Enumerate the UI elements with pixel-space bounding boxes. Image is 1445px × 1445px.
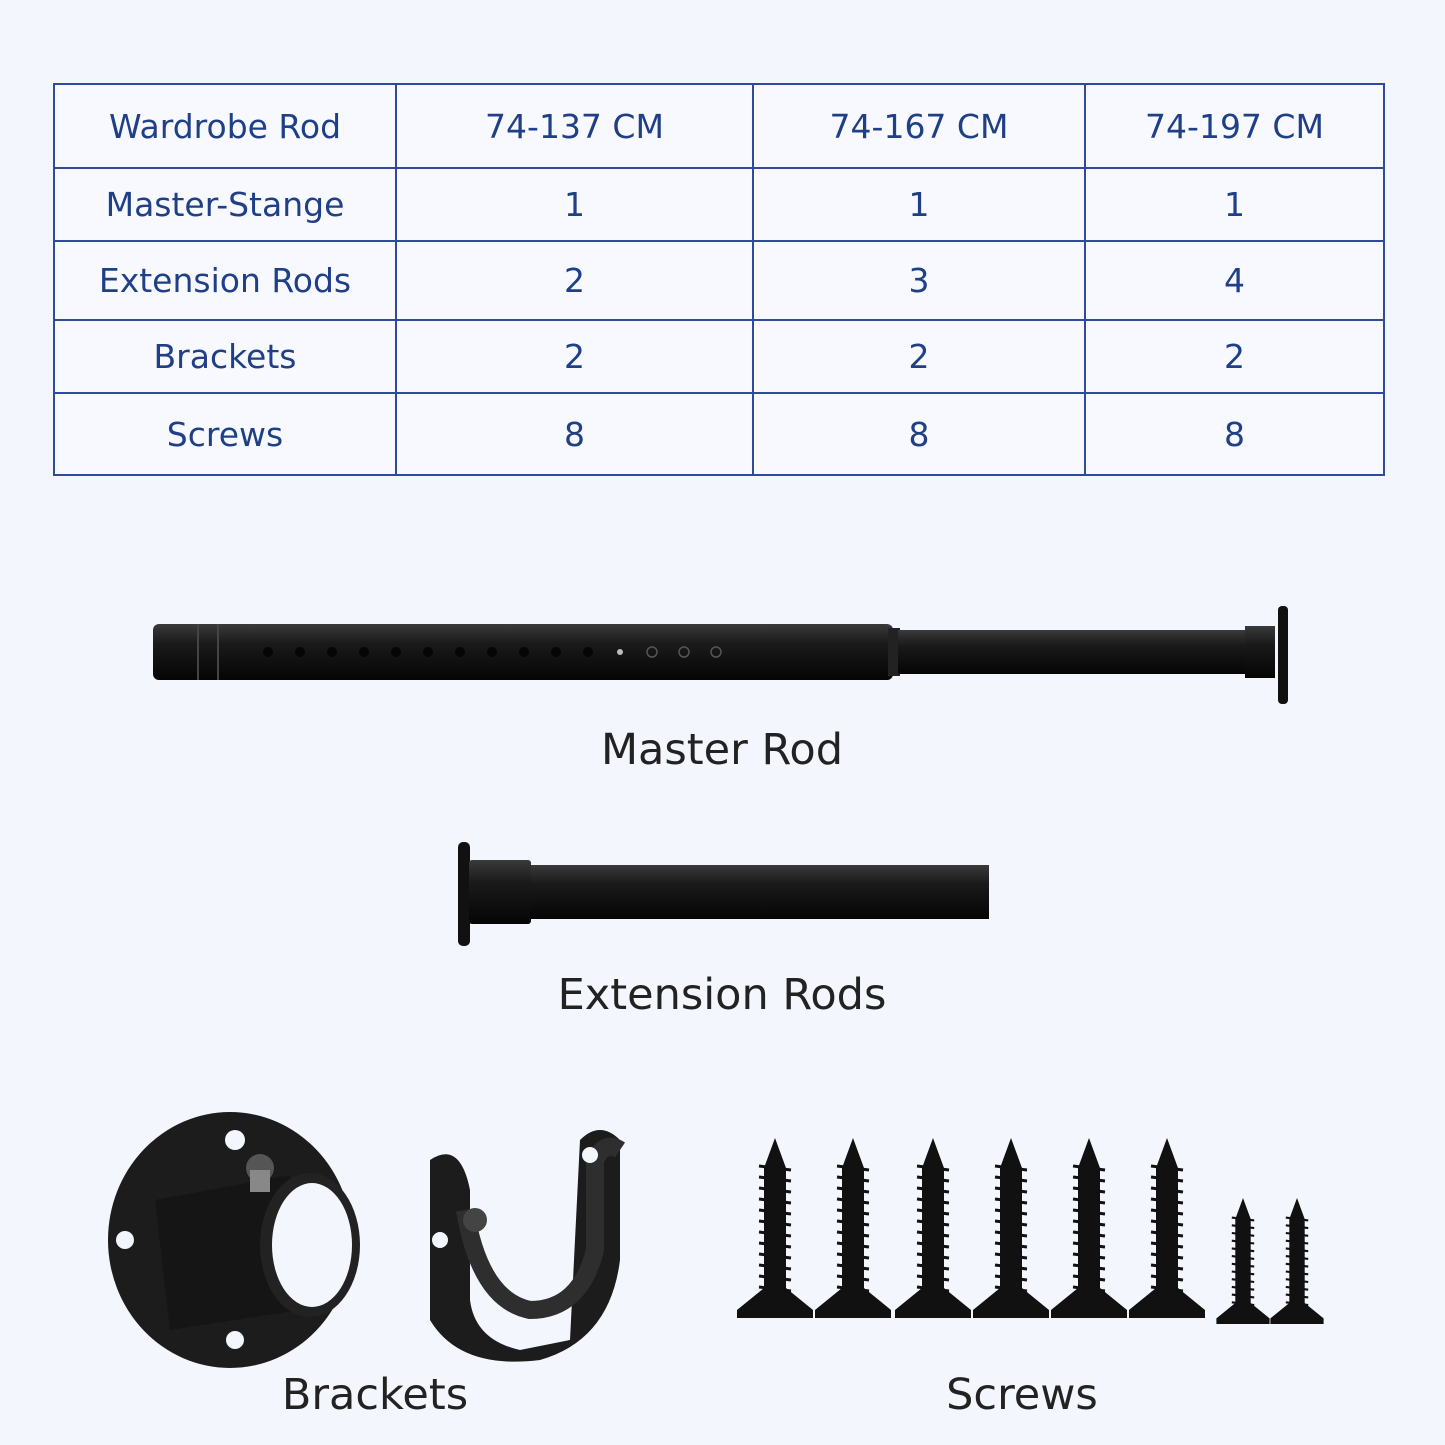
table-row: Brackets 2 2 2 xyxy=(53,319,1385,394)
table-cell: 2 xyxy=(1084,319,1385,394)
u-bracket-icon xyxy=(430,1130,625,1362)
rod-hole xyxy=(519,647,529,657)
header-cell: 74-167 CM xyxy=(752,83,1086,169)
screws-label: Screws xyxy=(946,1370,1098,1420)
screw-icon xyxy=(973,1138,1049,1318)
rod-hole xyxy=(710,646,722,658)
screw-icon xyxy=(1129,1138,1205,1318)
table-cell: 8 xyxy=(752,392,1086,476)
rod-hole xyxy=(455,647,465,657)
table-cell: 3 xyxy=(752,240,1086,321)
screw-icon xyxy=(1270,1198,1324,1324)
row-label: Brackets xyxy=(53,319,397,394)
master-rod-label: Master Rod xyxy=(600,725,844,775)
rod-hole xyxy=(646,646,658,658)
table-cell: 1 xyxy=(752,167,1086,242)
table-cell: 8 xyxy=(395,392,754,476)
spec-table: Wardrobe Rod 74-137 CM 74-167 CM 74-197 … xyxy=(53,83,1385,476)
table-cell: 8 xyxy=(1084,392,1385,476)
table-row: Screws 8 8 8 xyxy=(53,392,1385,476)
master-rod-image xyxy=(153,606,1288,704)
table-cell: 2 xyxy=(395,240,754,321)
rod-hole xyxy=(391,647,401,657)
rod-hole xyxy=(263,647,273,657)
table-cell: 1 xyxy=(1084,167,1385,242)
row-label: Master-Stange xyxy=(53,167,397,242)
rod-hole xyxy=(551,647,561,657)
screw-icon xyxy=(1216,1198,1270,1324)
table-cell: 2 xyxy=(395,319,754,394)
screws-image xyxy=(737,1138,1324,1324)
header-cell: 74-197 CM xyxy=(1084,83,1385,169)
extension-rod-image xyxy=(458,842,989,946)
table-row: Extension Rods 2 3 4 xyxy=(53,240,1385,321)
brackets-label: Brackets xyxy=(281,1370,469,1420)
rod-hole xyxy=(327,647,337,657)
rod-hole xyxy=(423,647,433,657)
header-cell: 74-137 CM xyxy=(395,83,754,169)
brackets-image xyxy=(108,1112,625,1368)
rod-hole xyxy=(583,647,593,657)
screw-icon xyxy=(1051,1138,1127,1318)
rod-hole xyxy=(359,647,369,657)
table-cell: 1 xyxy=(395,167,754,242)
screw-icon xyxy=(895,1138,971,1318)
rod-hole xyxy=(678,646,690,658)
rod-hole xyxy=(487,647,497,657)
table-cell: 4 xyxy=(1084,240,1385,321)
screw-icon xyxy=(815,1138,891,1318)
table-header-row: Wardrobe Rod 74-137 CM 74-167 CM 74-197 … xyxy=(53,83,1385,169)
round-bracket-icon xyxy=(108,1112,360,1368)
table-row: Master-Stange 1 1 1 xyxy=(53,167,1385,242)
rod-hole xyxy=(617,649,623,655)
row-label: Screws xyxy=(53,392,397,476)
row-label: Extension Rods xyxy=(53,240,397,321)
rod-hole xyxy=(295,647,305,657)
extension-rods-label: Extension Rods xyxy=(557,970,887,1020)
table-cell: 2 xyxy=(752,319,1086,394)
screw-icon xyxy=(737,1138,813,1318)
header-cell: Wardrobe Rod xyxy=(53,83,397,169)
